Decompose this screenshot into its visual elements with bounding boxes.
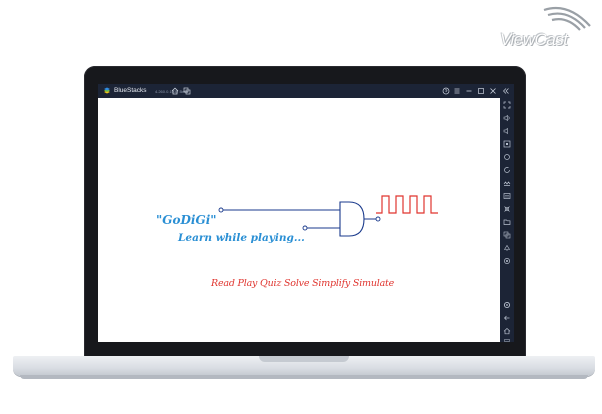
laptop-lid-notch	[259, 356, 349, 362]
and-gate-body	[339, 201, 365, 237]
app-viewport[interactable]: "GoDiGi" Learn while playing... Read Pla…	[98, 98, 500, 342]
app-title: "GoDiGi"	[156, 213, 217, 227]
laptop-base-shadow	[20, 375, 588, 379]
bluestacks-logo-icon	[104, 87, 110, 94]
macro-icon[interactable]	[503, 192, 511, 200]
rotate-icon[interactable]	[503, 166, 511, 174]
copy-icon[interactable]	[503, 231, 511, 239]
keyboard-icon[interactable]	[503, 140, 511, 148]
menu-icon[interactable]	[453, 87, 461, 95]
signal-waves-icon	[543, 6, 591, 31]
multi-instance-icon[interactable]	[183, 87, 191, 95]
volume-down-icon[interactable]	[503, 127, 511, 135]
gate-input-terminal-2	[302, 225, 308, 231]
app-subtitle: Learn while playing...	[178, 232, 305, 244]
sync-icon[interactable]	[503, 257, 511, 265]
viewcast-wordmark: ViewCast	[500, 30, 568, 49]
emulator-version: 4.260.0.1032 Beta	[155, 88, 188, 94]
logic-gate-diagram	[218, 195, 438, 237]
emulator-name: BlueStacks	[114, 87, 147, 94]
help-icon[interactable]	[442, 87, 450, 95]
close-icon[interactable]	[489, 87, 497, 95]
laptop-screen: BlueStacks 4.260.0.1032 Beta	[98, 84, 514, 342]
gate-input-terminal-1	[218, 207, 224, 213]
maximize-icon[interactable]	[477, 87, 485, 95]
folder-icon[interactable]	[503, 218, 511, 226]
laptop-base	[13, 356, 595, 376]
square-waveform	[376, 195, 438, 214]
home-icon[interactable]	[171, 87, 179, 95]
emulator-sidebar	[500, 98, 514, 342]
eco-mode-icon[interactable]	[503, 244, 511, 252]
recent-apps-icon[interactable]	[503, 339, 511, 342]
back-icon[interactable]	[503, 314, 511, 322]
minimize-icon[interactable]	[465, 87, 473, 95]
android-home-icon[interactable]	[503, 327, 511, 335]
screenshot-icon[interactable]	[503, 153, 511, 161]
app-tagline: Read Play Quiz Solve Simplify Simulate	[211, 278, 395, 289]
shake-icon[interactable]	[503, 179, 511, 187]
collapse-sidebar-icon[interactable]	[502, 87, 510, 95]
volume-up-icon[interactable]	[503, 114, 511, 122]
emulator-titlebar: BlueStacks 4.260.0.1032 Beta	[98, 84, 514, 98]
viewcast-logo: ViewCast	[500, 4, 598, 52]
gate-output-terminal	[375, 216, 381, 222]
fullscreen-icon[interactable]	[503, 101, 511, 109]
settings-icon[interactable]	[503, 301, 511, 309]
location-icon[interactable]	[503, 205, 511, 213]
